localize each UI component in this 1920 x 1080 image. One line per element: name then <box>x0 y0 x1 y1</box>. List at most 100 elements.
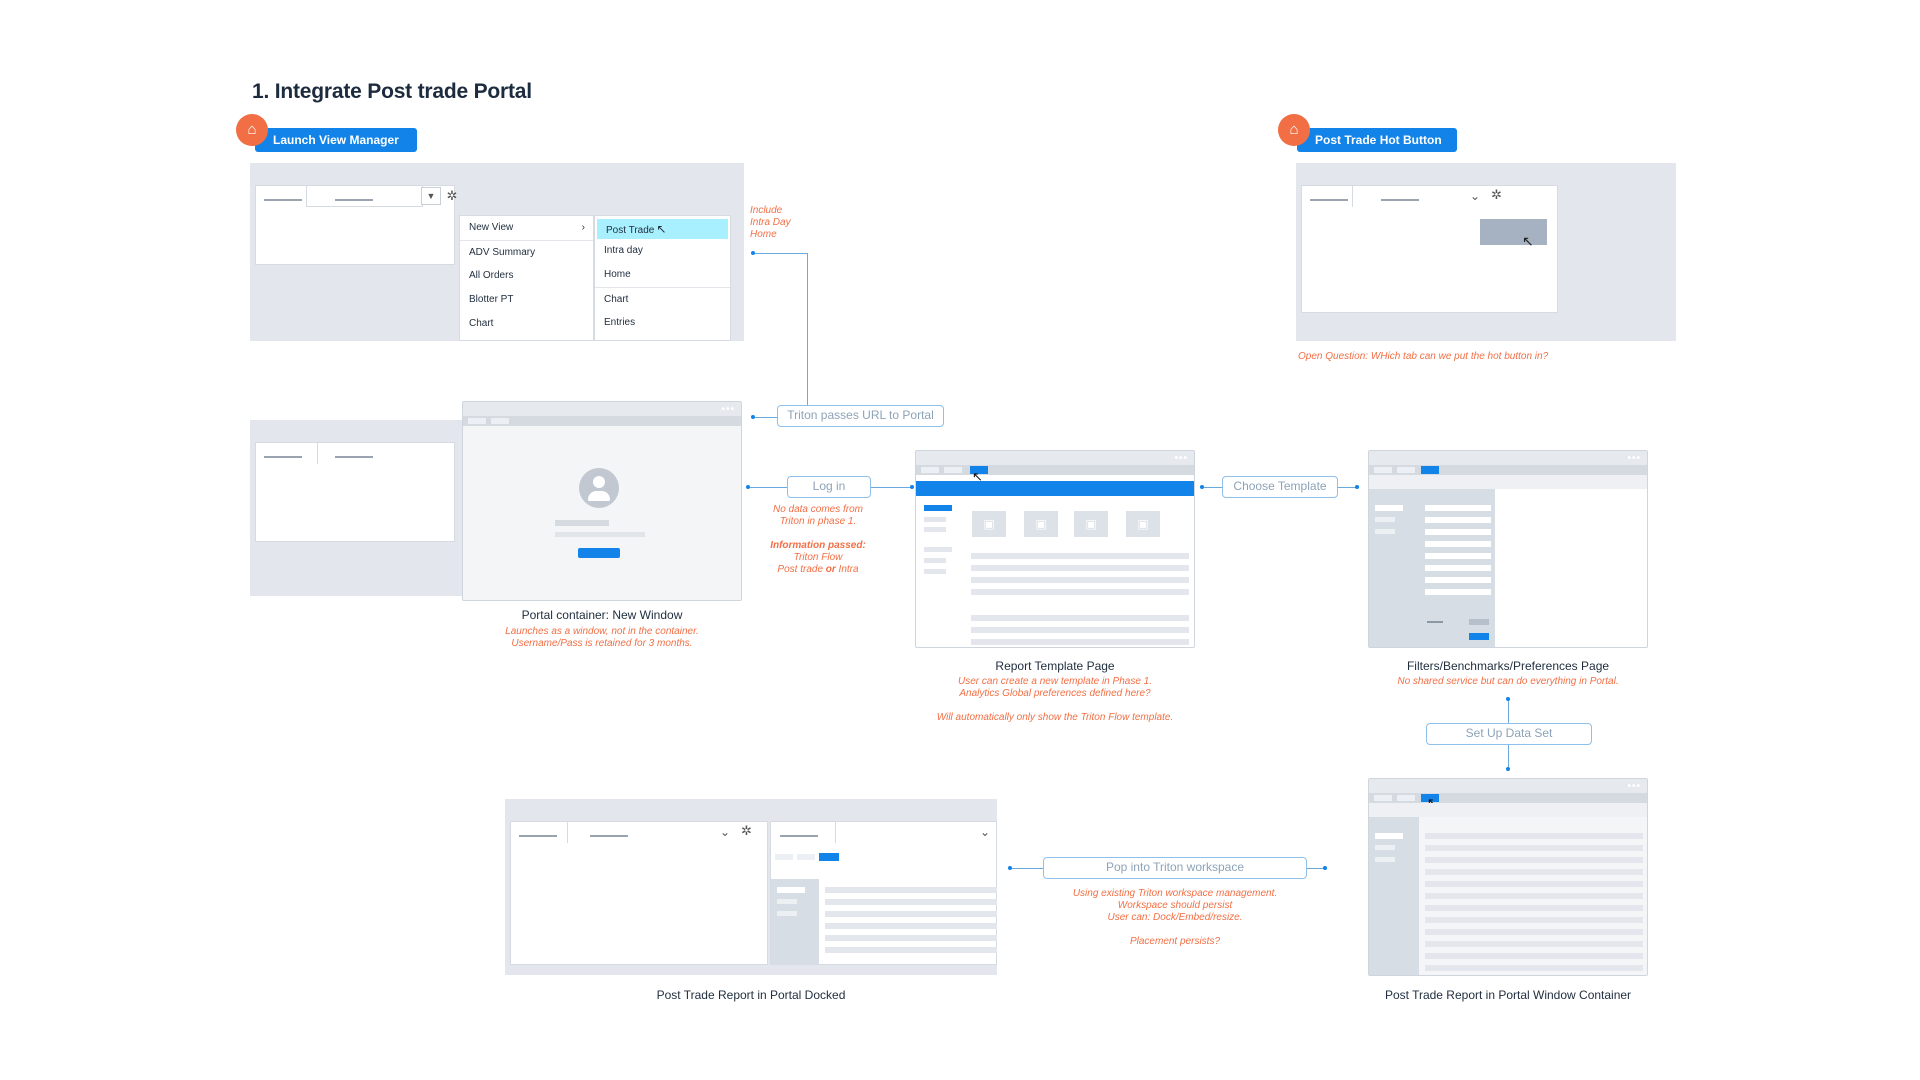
connector-dot <box>746 485 750 489</box>
template-thumb-image-icon[interactable]: ▣ <box>1126 511 1160 537</box>
window-titlebar: ••• <box>1369 779 1647 793</box>
portal-bg-frame <box>250 420 470 596</box>
pop-into-workspace-label: Pop into Triton workspace <box>1043 857 1307 879</box>
report-template-caption: Report Template Page <box>995 659 1115 673</box>
chevron-down-icon[interactable]: ⌄ <box>980 825 991 839</box>
menu-item-all-orders[interactable]: All Orders <box>469 270 514 281</box>
cancel-button[interactable] <box>1469 619 1489 625</box>
docked-left-panel <box>510 821 768 965</box>
cursor-icon: ↖ <box>656 222 667 236</box>
home-icon[interactable]: ⌂ <box>1278 114 1310 146</box>
tab-placeholder <box>1310 199 1348 201</box>
window-toolbar <box>916 465 1194 475</box>
report-template-notes: User can create a new template in Phase … <box>936 676 1174 723</box>
connector-dot <box>1200 485 1204 489</box>
gear-icon[interactable]: ✲ <box>741 823 752 838</box>
post-trade-hot-button-label[interactable]: Post Trade Hot Button <box>1297 128 1457 152</box>
connector-dot <box>910 485 914 489</box>
launch-view-manager-label[interactable]: Launch View Manager <box>255 128 417 152</box>
connector <box>1204 487 1222 488</box>
menu-item-blotter-pt[interactable]: Blotter PT <box>469 294 514 305</box>
connector-dot <box>1323 866 1327 870</box>
tab-divider <box>317 442 318 464</box>
login-submit-button[interactable] <box>578 548 620 558</box>
connector <box>1338 487 1356 488</box>
active-tab[interactable] <box>970 466 988 474</box>
window-titlebar: ••• <box>916 451 1194 465</box>
connector-dot <box>1355 485 1359 489</box>
user-avatar-icon <box>579 468 619 508</box>
triton-passes-url-label: Triton passes URL to Portal <box>777 405 944 427</box>
report-header-bar <box>916 481 1194 496</box>
hot-button[interactable] <box>1480 219 1547 245</box>
chevron-right-icon: › <box>581 222 585 233</box>
submenu-item-entries[interactable]: Entries <box>604 317 636 328</box>
connector-dot <box>1008 866 1012 870</box>
window-toolbar <box>463 416 741 426</box>
setup-data-set-label: Set Up Data Set <box>1426 723 1592 745</box>
tab-placeholder <box>335 456 373 458</box>
menu-item-adv-summary[interactable]: ADV Summary <box>460 240 593 264</box>
submenu-item-chart[interactable]: Chart <box>595 287 730 311</box>
connector-dot <box>1506 697 1510 701</box>
sidebar-active-item[interactable] <box>924 505 952 511</box>
window-dots-icon: ••• <box>1627 453 1641 464</box>
connector <box>1508 745 1509 767</box>
tab-placeholder <box>1381 199 1419 201</box>
connector-dot <box>751 251 755 255</box>
choose-template-label: Choose Template <box>1222 476 1338 498</box>
report-window-caption: Post Trade Report in Portal Window Conta… <box>1384 988 1632 1002</box>
connector <box>871 487 911 488</box>
gear-icon[interactable]: ✲ <box>1491 187 1502 202</box>
filters-note: No shared service but can do everything … <box>1397 676 1619 687</box>
docked-report-sidebar <box>771 879 819 965</box>
template-thumb-image-icon[interactable]: ▣ <box>1074 511 1108 537</box>
menu-item-chart[interactable]: Chart <box>469 318 494 329</box>
submenu-item-intra-day[interactable]: Intra day <box>604 245 643 256</box>
active-tab[interactable] <box>1421 794 1439 802</box>
tab-panel <box>255 442 455 542</box>
connector <box>1012 868 1043 869</box>
active-tab[interactable] <box>1421 466 1439 474</box>
template-thumb-image-icon[interactable]: ▣ <box>972 511 1006 537</box>
chevron-down-icon[interactable]: ⌄ <box>720 825 731 839</box>
home-icon[interactable]: ⌂ <box>236 114 268 146</box>
submenu-item-home[interactable]: Home <box>604 269 631 280</box>
window-toolbar <box>1369 793 1647 803</box>
hotbutton-frame: ⌄ ✲ ↖ <box>1296 163 1676 341</box>
window-dots-icon: ••• <box>1627 781 1641 792</box>
view-menu: New View› ADV Summary All Orders Blotter… <box>459 215 594 341</box>
tab-placeholder <box>519 835 557 837</box>
portal-login-window: ••• <box>462 401 742 601</box>
chevron-down-icon[interactable]: ⌄ <box>1470 189 1481 203</box>
portal-container-notes: Launches as a window, not in the contain… <box>505 626 699 649</box>
window-toolbar <box>1369 465 1647 475</box>
docked-caption: Post Trade Report in Portal Docked <box>656 988 846 1002</box>
portal-container-caption: Portal container: New Window <box>521 608 683 622</box>
report-window-container: ••• ↖ <box>1368 778 1648 976</box>
hotbutton-panel <box>1301 185 1558 313</box>
connector <box>807 253 808 405</box>
dropdown-arrow-icon[interactable]: ▼ <box>421 187 441 205</box>
cursor-icon: ↖ <box>972 469 983 484</box>
apply-button[interactable] <box>1469 633 1489 640</box>
tab-placeholder <box>780 835 818 837</box>
pop-notes: Using existing Triton workspace manageme… <box>1072 888 1278 947</box>
gear-icon[interactable]: ✲ <box>446 188 458 203</box>
tab-placeholder <box>335 199 373 201</box>
username-field[interactable] <box>555 520 609 526</box>
tab-divider <box>1352 185 1353 207</box>
filters-caption: Filters/Benchmarks/Preferences Page <box>1406 659 1610 673</box>
password-field[interactable] <box>555 532 645 537</box>
connector-dot <box>751 415 755 419</box>
window-titlebar: ••• <box>1369 451 1647 465</box>
template-thumb-image-icon[interactable]: ▣ <box>1024 511 1058 537</box>
submenu-item-post-trade[interactable]: Post Trade↖ <box>597 219 728 239</box>
report-template-window: ••• ↖ ▣ ▣ ▣ ▣ <box>915 450 1195 648</box>
login-label: Log in <box>787 476 871 498</box>
tab-placeholder <box>264 199 302 201</box>
connector <box>1307 868 1323 869</box>
active-tab[interactable] <box>819 853 839 861</box>
menu-item-new-view[interactable]: New View› <box>460 216 593 240</box>
